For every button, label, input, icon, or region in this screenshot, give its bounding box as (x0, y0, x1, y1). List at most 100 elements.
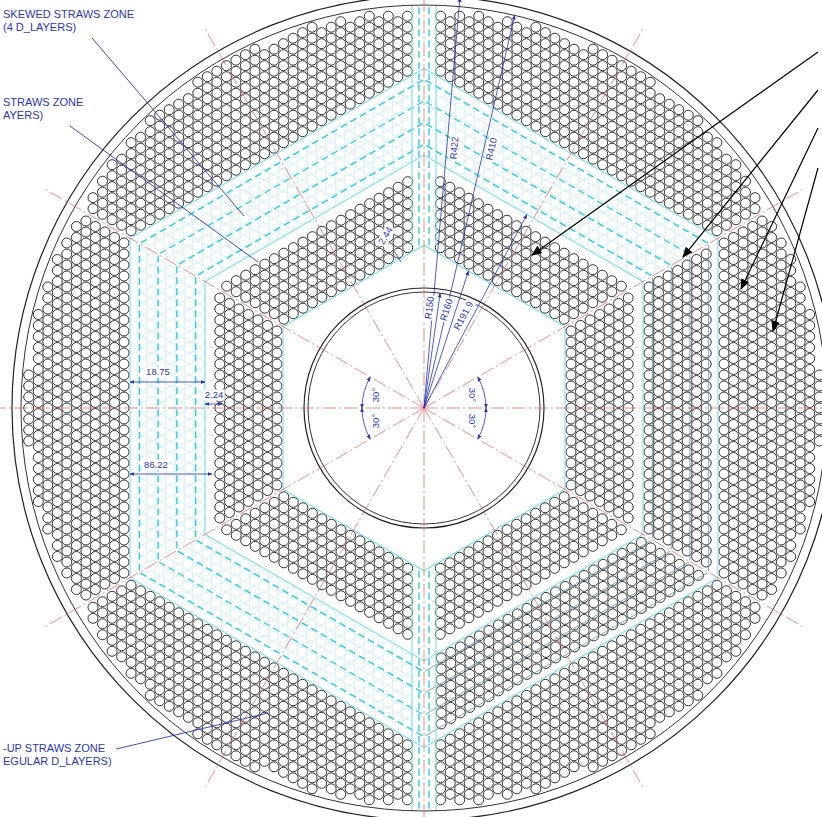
straw (403, 221, 413, 231)
straw (692, 541, 702, 551)
straw (701, 260, 711, 270)
straw (272, 458, 282, 468)
straw (614, 321, 624, 331)
straw (221, 258, 231, 268)
straw (145, 171, 155, 181)
straw (701, 370, 711, 380)
straw (445, 39, 455, 49)
straw (234, 304, 244, 314)
straw (738, 513, 748, 523)
straw (355, 259, 365, 269)
straw (738, 238, 748, 248)
straw (636, 258, 646, 268)
straw (502, 83, 512, 93)
straw (541, 181, 551, 191)
straw (336, 17, 346, 27)
straw (307, 88, 317, 98)
straw (345, 131, 355, 141)
straw (604, 326, 614, 336)
straw (335, 159, 345, 169)
straw (317, 105, 327, 115)
straw (636, 105, 646, 115)
straw (646, 241, 656, 251)
straw (757, 491, 767, 501)
straw (731, 204, 741, 214)
straw (757, 271, 767, 281)
straw (576, 376, 586, 386)
straw (560, 138, 570, 148)
straw (786, 431, 796, 441)
straw (215, 425, 225, 435)
straw (646, 263, 656, 273)
straw (317, 259, 327, 269)
straw (279, 116, 289, 126)
straw (326, 287, 336, 297)
straw (373, 126, 383, 136)
straw (155, 154, 165, 164)
straw (521, 94, 531, 104)
straw (136, 209, 146, 219)
straw (550, 121, 560, 131)
straw (560, 72, 570, 82)
straw (502, 17, 512, 27)
straw (776, 414, 786, 424)
straw (307, 265, 317, 275)
straw (576, 354, 586, 364)
straw (215, 447, 225, 457)
straw (617, 83, 627, 93)
straw (551, 186, 561, 196)
straw (540, 50, 550, 60)
straw (585, 436, 595, 446)
straw (626, 110, 636, 120)
straw (776, 557, 786, 567)
straw (260, 270, 270, 280)
straw (288, 110, 298, 120)
straw (260, 94, 270, 104)
straw (692, 420, 702, 430)
straw (729, 464, 739, 474)
straw (202, 127, 212, 137)
straw (531, 22, 541, 32)
straw (272, 337, 282, 347)
straw (776, 326, 786, 336)
straw (307, 254, 317, 264)
straw (364, 88, 374, 98)
straw (335, 192, 345, 202)
straw (673, 475, 683, 485)
straw (354, 126, 364, 136)
straw (126, 182, 136, 192)
straw (604, 304, 614, 314)
straw (673, 420, 683, 430)
straw (326, 66, 336, 76)
straw (719, 491, 729, 501)
straw (185, 486, 195, 496)
straw (231, 55, 241, 65)
straw (786, 365, 796, 375)
straw (288, 66, 298, 76)
straw (335, 137, 345, 147)
straw (617, 171, 627, 181)
straw (729, 288, 739, 298)
straw (701, 282, 711, 292)
straw (748, 266, 758, 276)
straw (654, 497, 664, 507)
straw (654, 332, 664, 342)
straw (250, 143, 260, 153)
straw (607, 121, 617, 131)
straw (655, 171, 665, 181)
straw (272, 414, 282, 424)
straw (731, 215, 741, 225)
straw (234, 425, 244, 435)
straw (776, 447, 786, 457)
straw (435, 199, 445, 209)
straw (234, 337, 244, 347)
straw (757, 513, 767, 523)
straw (623, 293, 633, 303)
straw (493, 175, 503, 185)
straw (623, 480, 633, 490)
straw (757, 535, 767, 545)
straw (702, 187, 712, 197)
straw (550, 110, 560, 120)
straw (738, 524, 748, 534)
straw (738, 557, 748, 567)
